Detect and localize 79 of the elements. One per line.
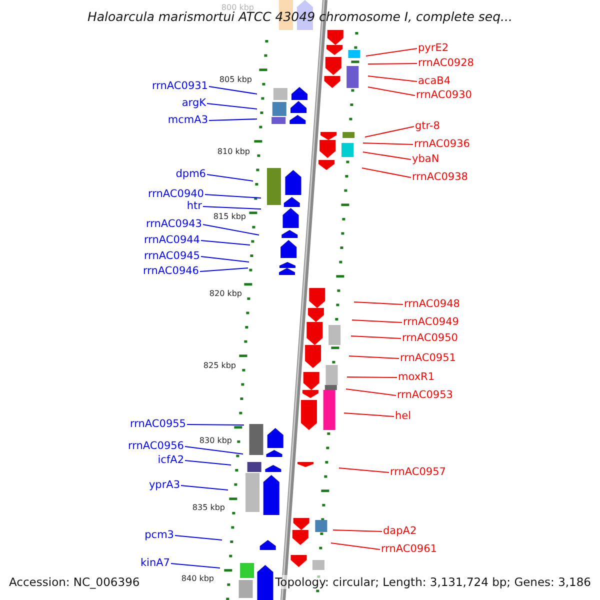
leader-line bbox=[184, 460, 232, 466]
gene-label: ybaN bbox=[412, 153, 440, 166]
leader-line bbox=[338, 468, 390, 473]
gene-label: yprA3 bbox=[148, 479, 180, 492]
gene-label: pcm3 bbox=[144, 529, 174, 542]
leader-line bbox=[362, 142, 414, 145]
gene-label: kinA7 bbox=[140, 557, 170, 570]
gene-label: rrnAC0950 bbox=[402, 332, 458, 345]
gene-label: htr bbox=[186, 200, 202, 213]
position-tick-label: 800 kbp bbox=[221, 3, 254, 12]
leader-line bbox=[344, 412, 394, 417]
leader-line bbox=[208, 118, 258, 121]
leader-line bbox=[184, 446, 244, 454]
gene-label: rrnAC0928 bbox=[418, 57, 474, 70]
gene-label: gtr-8 bbox=[415, 120, 440, 133]
leader-line bbox=[348, 356, 400, 359]
leader-line bbox=[206, 103, 258, 110]
leader-line bbox=[200, 256, 250, 262]
gene-label: rrnAC0931 bbox=[152, 80, 208, 93]
leader-line bbox=[204, 194, 262, 198]
gene-label: rrnAC0957 bbox=[390, 466, 446, 479]
leader-line bbox=[200, 268, 248, 272]
gene-label: rrnAC0944 bbox=[144, 234, 200, 247]
leader-line bbox=[180, 485, 228, 490]
leader-line bbox=[346, 388, 396, 396]
gene-label: rrnAC0955 bbox=[130, 418, 186, 431]
gene-label: rrnAC0953 bbox=[397, 389, 453, 402]
gene-label: rrnAC0940 bbox=[148, 188, 204, 201]
position-tick-label: 815 kbp bbox=[213, 212, 246, 222]
leader-line bbox=[208, 86, 258, 94]
gene-label: dapA2 bbox=[383, 525, 417, 538]
leader-line bbox=[330, 542, 380, 550]
gene-label: argK bbox=[182, 97, 206, 110]
gene-label: moxR1 bbox=[398, 371, 435, 384]
position-tick-label: 810 kbp bbox=[217, 147, 250, 157]
position-tick-label: 835 kbp bbox=[192, 503, 225, 513]
leader-line bbox=[354, 302, 404, 305]
gene-label: rrnAC0938 bbox=[412, 171, 468, 184]
gene-label: rrnAC0951 bbox=[400, 352, 456, 365]
position-tick-label: 805 kbp bbox=[219, 75, 252, 85]
leader-line bbox=[352, 320, 402, 323]
gene-label: mcmA3 bbox=[168, 114, 208, 127]
gene-label: hel bbox=[395, 410, 412, 423]
position-tick-label: 830 kbp bbox=[199, 436, 232, 446]
leader-line bbox=[346, 376, 398, 378]
leader-line bbox=[170, 563, 220, 568]
gene-label: acaB4 bbox=[418, 75, 451, 88]
leader-line bbox=[186, 424, 244, 426]
leader-line bbox=[368, 76, 418, 82]
gene-label: dpm6 bbox=[176, 168, 206, 181]
leader-line bbox=[368, 63, 418, 64]
gene-label: rrnAC0956 bbox=[128, 440, 184, 453]
leader-line bbox=[350, 336, 402, 339]
leader-line bbox=[200, 240, 250, 246]
leader-line bbox=[362, 168, 412, 178]
gene-label: rrnAC0949 bbox=[403, 316, 459, 329]
gene-label: rrnAC0930 bbox=[416, 89, 472, 102]
gene-label: rrnAC0946 bbox=[143, 265, 199, 278]
gene-label: pyrE2 bbox=[418, 42, 449, 55]
leader-line bbox=[368, 86, 416, 96]
position-tick-label: 825 kbp bbox=[203, 361, 236, 371]
gene-label: rrnAC0943 bbox=[146, 218, 202, 231]
accession-text: Accession: NC_006396 bbox=[9, 575, 140, 589]
gene-label: rrnAC0936 bbox=[414, 138, 470, 151]
gene-label: icfA2 bbox=[158, 454, 184, 467]
leader-line bbox=[202, 206, 262, 210]
gene-label: rrnAC0945 bbox=[144, 250, 200, 263]
leader-line bbox=[174, 535, 222, 540]
leader-line bbox=[366, 48, 418, 56]
leader-line bbox=[206, 174, 254, 182]
position-tick-label: 820 kbp bbox=[209, 289, 242, 299]
leader-line bbox=[202, 224, 260, 236]
leader-line bbox=[362, 152, 412, 160]
leader-line bbox=[364, 126, 414, 138]
gene-label: rrnAC0948 bbox=[404, 298, 460, 311]
leader-line bbox=[332, 530, 382, 532]
position-tick-label: 840 kbp bbox=[181, 574, 214, 584]
gene-label: rrnAC0961 bbox=[381, 543, 437, 556]
sequence-info-text: Topology: circular; Length: 3,131,724 bp; Genes: 3,186 bbox=[275, 575, 591, 589]
